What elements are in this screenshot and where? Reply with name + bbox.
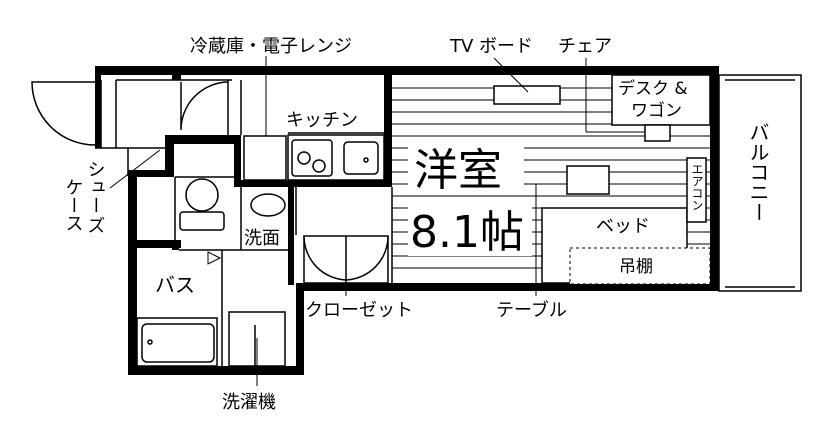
hanging-shelf <box>569 247 711 285</box>
aircon <box>686 157 707 223</box>
closet-label: クローゼット <box>305 300 413 321</box>
bath-label: バス <box>155 273 195 297</box>
balcony-label: バルコニー <box>746 122 770 222</box>
shoe-case-label-line3: ズ <box>85 216 106 234</box>
desk-label-line1: デスク & <box>618 78 688 99</box>
tv-board-label: TV ボード <box>449 36 533 57</box>
bathtub <box>141 323 215 363</box>
shoe-case-label-line1: シュー <box>85 160 106 214</box>
bed-label: ベッド <box>596 216 650 237</box>
shoe-case-label-line2: ケース <box>63 178 84 232</box>
fixtures <box>141 139 379 363</box>
table <box>566 165 610 195</box>
fridge-microwave-label: 冷蔵庫・電子レンジ <box>190 36 352 57</box>
aircon-label: エアコン <box>690 163 704 211</box>
interior-lines <box>31 74 802 367</box>
toilet-bowl <box>185 178 219 212</box>
washing-machine-label: 洗濯機 <box>222 392 276 413</box>
chair-label: チェア <box>558 36 612 57</box>
room-name-label: 洋室 <box>414 145 502 196</box>
washroom-label: 洗面 <box>244 228 280 249</box>
tv-board <box>493 85 561 105</box>
wash-basin <box>250 193 286 217</box>
leader-lines <box>109 56 645 386</box>
toilet-tank <box>179 211 225 231</box>
desk-label-line2: ワゴン <box>631 100 682 121</box>
chair <box>644 124 671 142</box>
room-size-label: 8.1帖 <box>410 207 524 258</box>
outer-walls <box>95 66 719 375</box>
table-label: テーブル <box>496 299 567 321</box>
kitchen-sink <box>343 141 379 175</box>
hanging-shelf-label: 吊棚 <box>619 257 653 277</box>
kitchen-label: キッチン <box>286 110 358 131</box>
desk <box>611 74 711 126</box>
